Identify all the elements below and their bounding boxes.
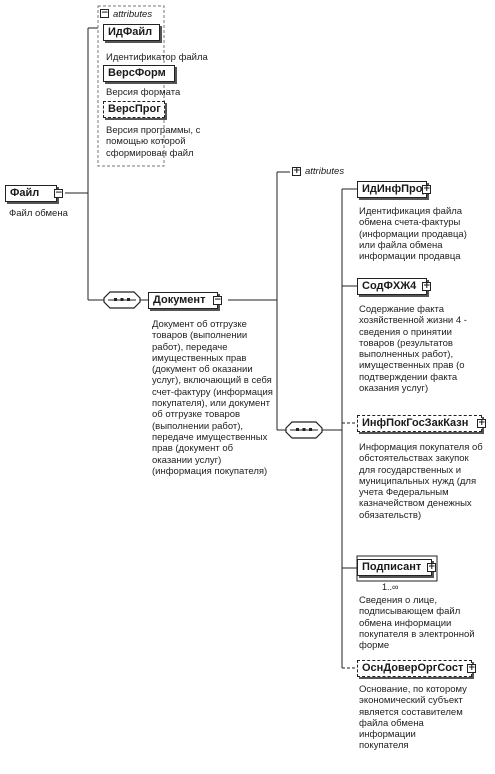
element-description: Основание, по которому экономический суб… [359, 684, 467, 752]
expand-icon[interactable]: + [422, 184, 431, 194]
sequence-compositor-icon [285, 421, 323, 439]
attribute-versform[interactable]: ВерсФорм [103, 65, 175, 82]
attribute-description: Версия формата [106, 87, 181, 98]
root-element-file[interactable]: Файл [5, 185, 57, 202]
collapse-icon[interactable]: − [100, 8, 109, 18]
element-description: Документ об отгрузке товаров (выполнении… [152, 319, 273, 477]
element-description: Идентификация файла обмена счета-фактуры… [359, 206, 467, 263]
expand-icon[interactable]: + [422, 281, 431, 291]
collapse-icon[interactable]: − [54, 188, 63, 198]
element-description: Содержание факта хозяйственной жизни 4 -… [359, 304, 467, 395]
attribute-description: Идентификатор файла [106, 52, 208, 63]
multiplicity-label: 1..∞ [382, 582, 399, 592]
element-infpokgoszakkazn[interactable]: ИнфПокГосЗакКазн [357, 415, 482, 432]
expand-icon[interactable]: + [477, 418, 486, 428]
sequence-compositor-icon [103, 291, 141, 309]
collapse-icon[interactable]: − [213, 295, 222, 305]
element-document[interactable]: Документ [148, 292, 218, 309]
expand-icon[interactable]: + [427, 562, 436, 572]
element-name: Файл [10, 187, 40, 199]
expand-icon[interactable]: + [292, 166, 301, 176]
element-osndoverorgsost[interactable]: ОснДоверОргСост [357, 660, 472, 677]
expand-icon[interactable]: + [467, 663, 476, 673]
element-sodfhzh4[interactable]: СодФХЖ4 [357, 278, 427, 295]
attribute-versprog[interactable]: ВерсПрог [103, 101, 165, 118]
element-idinfprod[interactable]: ИдИнфПрод [357, 181, 429, 198]
attribute-description: Версия программы, с помощью которой сфор… [106, 125, 201, 159]
element-podpisant[interactable]: Подписант [357, 559, 432, 576]
attributes-label: attributes [305, 166, 345, 177]
element-description: Информация покупателя об обстоятельствах… [359, 442, 483, 521]
root-attributes-group [97, 5, 165, 167]
attributes-label: attributes [113, 9, 153, 20]
attribute-idfile[interactable]: ИдФайл [103, 24, 160, 41]
root-element-description: Файл обмена [9, 208, 68, 219]
element-description: Сведения о лице, подписывающем файл обме… [359, 595, 475, 652]
